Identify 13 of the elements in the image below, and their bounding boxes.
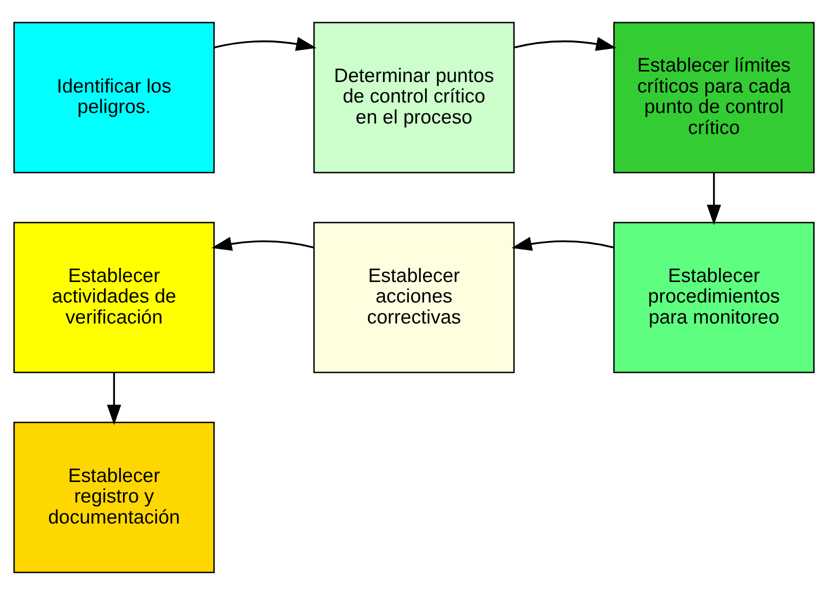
node-box: Establecer acciones correctivas xyxy=(313,222,515,374)
arrow xyxy=(106,372,122,426)
arrow xyxy=(706,172,722,226)
arrow xyxy=(512,236,614,251)
arrow xyxy=(212,236,314,251)
arrow xyxy=(214,36,316,51)
node-box: Establecer actividades de verificación xyxy=(13,222,215,374)
node-box: Identificar los peligros. xyxy=(13,22,215,174)
node-box: Establecer procedimientos para monitoreo xyxy=(613,222,815,374)
arrow xyxy=(514,36,616,51)
node-box: Establecer límites críticos para cada punto de control crítico xyxy=(613,22,815,174)
node-box: Determinar puntos de control crítico en el proceso xyxy=(313,22,515,174)
node-box: Establecer registro y documentación xyxy=(13,422,215,574)
